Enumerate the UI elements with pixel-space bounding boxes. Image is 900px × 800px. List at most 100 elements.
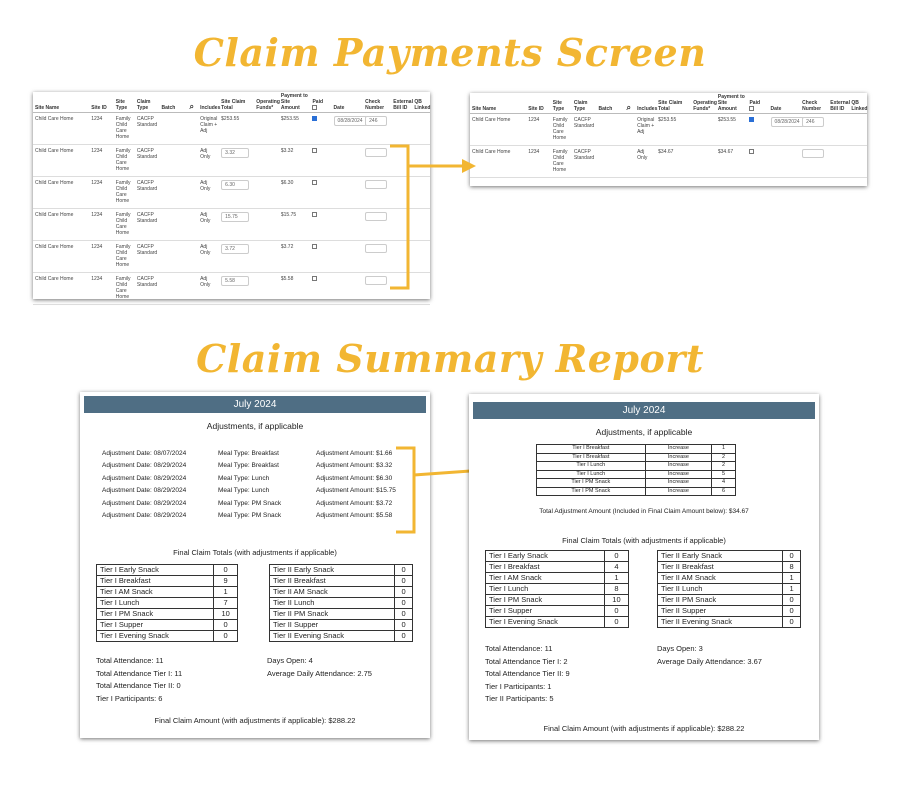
site-name-cell-text: Child Care Home — [35, 180, 74, 186]
col-qb-linked: QB Linked — [412, 92, 430, 113]
col-site-type-label: Site Type — [115, 99, 128, 111]
paid-checkbox[interactable] — [312, 244, 318, 250]
meal-label: Tier II Lunch — [268, 597, 396, 609]
includes-cell-text: Original Claim + Adj — [637, 117, 655, 135]
claim-type-cell: CACFP Standard — [134, 112, 160, 145]
select-all-checkbox[interactable] — [749, 106, 755, 112]
col-includes: Includes — [635, 93, 657, 114]
stat-line: Tier I Participants: 1 — [485, 681, 552, 691]
date-input[interactable]: 08/28/2024 — [770, 117, 804, 127]
claim-total-cell: $253.55 — [656, 113, 692, 146]
search-cell — [187, 208, 199, 241]
claim-total-input[interactable]: 5.58 — [221, 276, 250, 286]
col-site-id-label: Site ID — [91, 105, 107, 111]
payment-amount-cell: $15.75 — [278, 208, 311, 241]
meal-label: Tier I Breakfast — [95, 575, 215, 587]
batch-cell — [159, 208, 188, 241]
check-number-input[interactable] — [365, 244, 388, 253]
check-number-cell — [363, 176, 392, 209]
site-id-cell: 1234 — [89, 208, 114, 241]
col-external-bill-id: External Bill ID — [828, 93, 850, 114]
meal-label: Tier I Supper — [95, 619, 215, 631]
meal-count: 8 — [782, 561, 801, 573]
includes-cell-text: Adj Only — [200, 244, 211, 256]
claim-total-input[interactable]: 3.32 — [221, 148, 250, 158]
operating-funds-cell — [254, 272, 279, 305]
meal-label: Tier I PM Snack — [485, 594, 605, 606]
claim-total-input[interactable]: 3.72 — [221, 244, 250, 254]
meal-label: Tier I Lunch — [95, 597, 215, 609]
date-input[interactable]: 08/28/2024 — [333, 116, 367, 126]
check-number-cell — [363, 208, 392, 241]
search-icon[interactable]: ⌕ — [626, 103, 632, 112]
meal-count: 0 — [782, 550, 801, 562]
batch-cell — [159, 112, 188, 145]
col-site-name-label: Site Name — [35, 105, 60, 111]
claim-type-cell-text: CACFP Standard — [136, 148, 158, 160]
claim-total-input[interactable]: 15.75 — [221, 212, 250, 222]
stat-line: Tier I Participants: 6 — [96, 693, 163, 703]
select-all-checkbox[interactable] — [312, 105, 318, 111]
col-includes: Includes — [198, 92, 220, 113]
adjustments-title: Adjustments, if applicable — [206, 421, 304, 431]
meal-count: 0 — [394, 575, 413, 587]
meal-count: 0 — [394, 586, 413, 598]
check-number-input[interactable] — [802, 149, 825, 158]
site-id-cell-text: 1234 — [91, 180, 103, 186]
paid-checkbox[interactable] — [312, 276, 318, 282]
paid-checkbox[interactable] — [312, 180, 318, 186]
meal-count: 1 — [603, 572, 630, 584]
includes-cell: Adj Only — [198, 240, 220, 273]
col-site-id-label: Site ID — [528, 106, 544, 112]
site-id-cell: 1234 — [526, 145, 551, 178]
check-number-input[interactable]: 246 — [802, 117, 825, 127]
paid-checkbox[interactable] — [312, 116, 318, 122]
search-icon[interactable]: ⌕ — [189, 102, 195, 111]
includes-cell: Original Claim + Adj — [635, 113, 657, 146]
includes-cell: Original Claim + Adj — [198, 112, 220, 145]
col-payment-amount: Payment to Site Amount — [278, 92, 311, 113]
paid-checkbox[interactable] — [749, 117, 755, 123]
final-claim-amount: Final Claim Amount (with adjustments if … — [154, 716, 356, 725]
site-type-cell: Family Child Care Home — [113, 144, 135, 177]
stat-line: Total Attendance: 11 — [485, 644, 553, 653]
col-site-type: Site Type — [113, 92, 135, 113]
col-site-name: Site Name — [470, 93, 527, 114]
check-number-input[interactable] — [365, 276, 388, 285]
col-claim-type: Claim Type — [134, 92, 160, 113]
col-paid-label: Paid — [312, 99, 324, 105]
qb-linked-cell — [849, 113, 867, 146]
adjustment-meal: Tier I Lunch — [536, 469, 646, 479]
site-type-cell: Family Child Care Home — [113, 208, 135, 241]
totals-title: Final Claim Totals (with adjustments if … — [173, 548, 337, 557]
check-number-input[interactable] — [365, 148, 388, 157]
batch-cell — [159, 176, 188, 209]
paid-checkbox[interactable] — [312, 148, 318, 154]
check-number-input[interactable]: 246 — [365, 116, 388, 126]
meal-label: Tier II Early Snack — [268, 564, 396, 576]
claim-total-input[interactable]: 6.30 — [221, 180, 250, 190]
site-type-cell: Family Child Care Home — [113, 112, 135, 145]
paid-cell — [747, 145, 769, 178]
paid-checkbox[interactable] — [749, 149, 755, 155]
check-number-cell — [363, 144, 392, 177]
check-number-input[interactable] — [365, 212, 388, 221]
check-number-input[interactable] — [365, 180, 388, 189]
claim-type-cell: CACFP Standard — [134, 176, 160, 209]
col-qb-linked-label: QB Linked — [414, 99, 431, 111]
site-type-cell-text: Family Child Care Home — [115, 180, 131, 204]
meal-label: Tier II Supper — [268, 619, 396, 631]
external-bill-id-cell — [828, 145, 850, 178]
site-type-cell-text: Family Child Care Home — [115, 244, 131, 268]
search-cell — [187, 176, 199, 209]
paid-checkbox[interactable] — [312, 212, 318, 218]
paid-cell — [747, 113, 769, 146]
